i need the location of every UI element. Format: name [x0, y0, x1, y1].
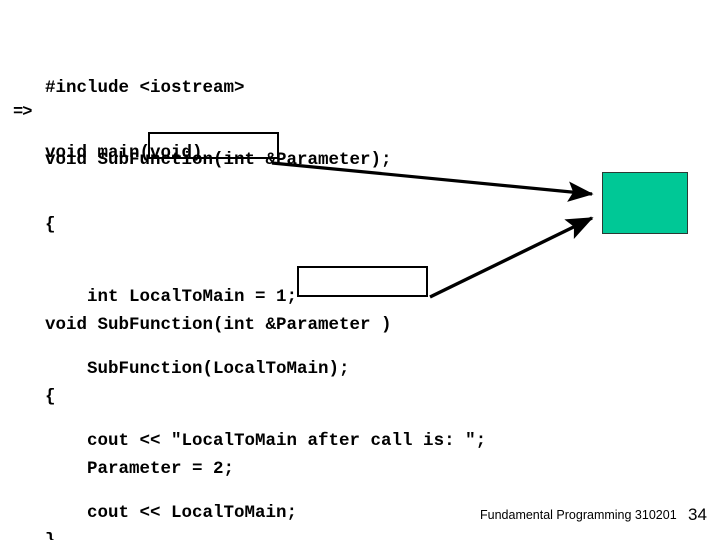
- highlight-box-local-to-main: [148, 132, 279, 159]
- code-line: cout << LocalToMain;: [45, 503, 298, 523]
- execution-pointer-marker: =>: [13, 103, 32, 122]
- code-block-includes: #include <iostream> void SubFunction(int…: [45, 28, 392, 220]
- code-line: cout << "LocalToMain after call is: ";: [45, 431, 487, 451]
- code-line: Parameter = 2;: [45, 459, 235, 479]
- highlight-box-parameter: [297, 266, 428, 297]
- code-line: {: [45, 215, 56, 235]
- code-line: int LocalToMain = 1;: [45, 287, 298, 307]
- code-line: void SubFunction(int &Parameter ): [45, 315, 392, 335]
- memory-cell-box: [602, 172, 688, 234]
- code-block-subfunction: void SubFunction(int &Parameter ) { Para…: [45, 265, 392, 540]
- footer-course-title: Fundamental Programming 310201: [480, 508, 677, 522]
- code-line: }: [45, 529, 392, 540]
- footer-page-number: 34: [688, 505, 707, 524]
- code-line: SubFunction(LocalToMain);: [45, 359, 350, 379]
- code-line: #include <iostream>: [45, 78, 245, 98]
- code-block-main: void main(void) { int LocalToMain = 1; S…: [45, 93, 486, 540]
- code-line: {: [45, 387, 56, 407]
